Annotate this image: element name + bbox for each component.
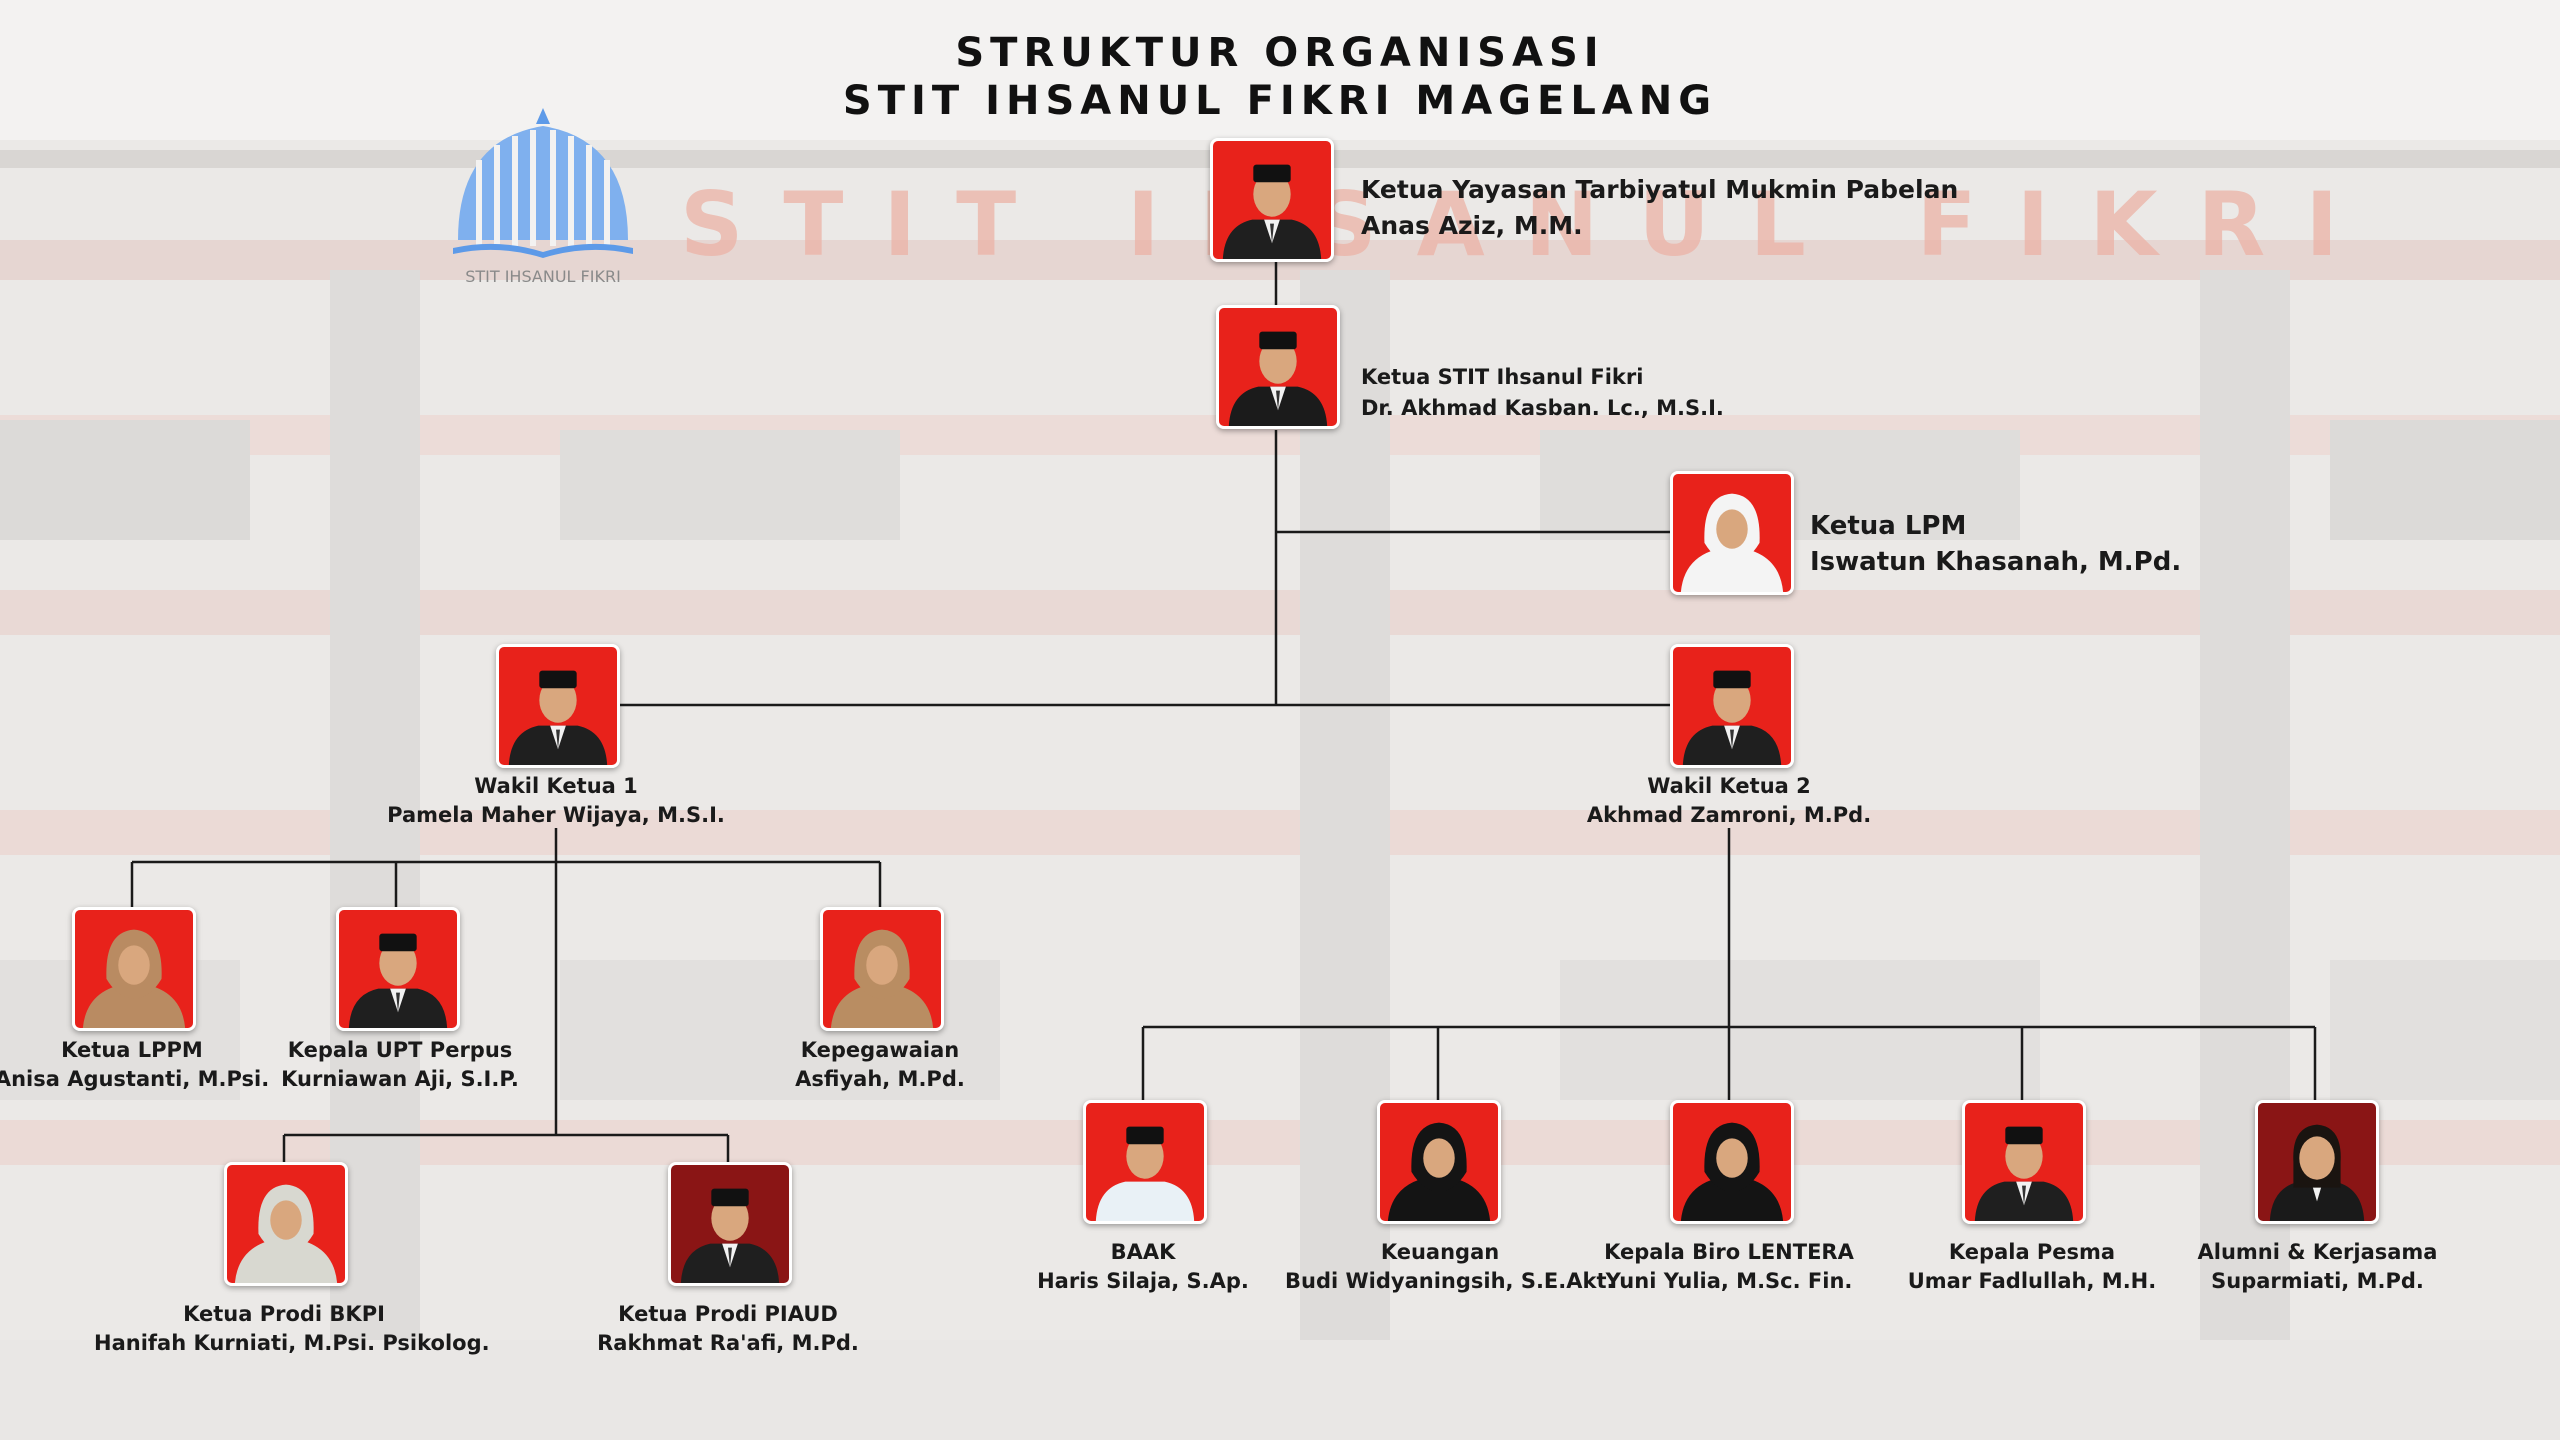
role-alumni-kerjasama: Alumni & Kerjasama	[2197, 1240, 2438, 1264]
label-kepegawaian: Kepegawaian Asfiyah, M.Pd.	[760, 1036, 1000, 1094]
label-ketua-prodi-bkpi: Ketua Prodi BKPI Hanifah Kurniati, M.Psi…	[94, 1300, 490, 1358]
background-sign: STIT IHSANUL FIKRI	[680, 173, 2378, 276]
label-ketua-stit: Ketua STIT Ihsanul Fikri Dr. Akhmad Kasb…	[1361, 362, 1724, 424]
role-kepala-biro-lentera: Kepala Biro LENTERA	[1604, 1240, 1854, 1264]
role-ketua-lppm: Ketua LPPM	[61, 1038, 203, 1062]
role-ketua-stit: Ketua STIT Ihsanul Fikri	[1361, 365, 1644, 389]
photo-alumni-kerjasama	[2255, 1100, 2379, 1224]
photo-ketua-yayasan	[1210, 138, 1334, 262]
name-ketua-lpm: Iswatun Khasanah, M.Pd.	[1810, 547, 2182, 577]
name-kepala-upt-perpus: Kurniawan Aji, S.I.P.	[281, 1067, 519, 1091]
stit-logo: STIT IHSANUL FIKRI	[438, 100, 648, 290]
photo-kepala-biro-lentera	[1670, 1100, 1794, 1224]
role-baak: BAAK	[1110, 1240, 1176, 1264]
label-ketua-yayasan: Ketua Yayasan Tarbiyatul Mukmin Pabelan …	[1361, 172, 1958, 244]
name-kepala-biro-lentera: Yuni Yulia, M.Sc. Fin.	[1605, 1269, 1853, 1293]
label-wakil-ketua-2: Wakil Ketua 2 Akhmad Zamroni, M.Pd.	[1529, 772, 1929, 830]
label-ketua-prodi-piaud: Ketua Prodi PIAUD Rakhmat Ra'afi, M.Pd.	[578, 1300, 878, 1358]
photo-ketua-prodi-piaud	[668, 1162, 792, 1286]
name-kepegawaian: Asfiyah, M.Pd.	[795, 1067, 965, 1091]
role-ketua-prodi-bkpi: Ketua Prodi BKPI	[183, 1302, 385, 1326]
logo-caption: STIT IHSANUL FIKRI	[465, 267, 621, 286]
label-baak: BAAK Haris Silaja, S.Ap.	[1008, 1238, 1278, 1296]
role-kepegawaian: Kepegawaian	[800, 1038, 960, 1062]
role-wakil-ketua-2: Wakil Ketua 2	[1647, 774, 1811, 798]
photo-wakil-ketua-1	[496, 644, 620, 768]
photo-keuangan	[1377, 1100, 1501, 1224]
name-ketua-lppm: Anisa Agustanti, M.Psi.	[0, 1067, 270, 1091]
photo-wakil-ketua-2	[1670, 644, 1794, 768]
role-keuangan: Keuangan	[1380, 1240, 1500, 1264]
label-ketua-lpm: Ketua LPM Iswatun Khasanah, M.Pd.	[1810, 508, 2181, 580]
role-ketua-prodi-piaud: Ketua Prodi PIAUD	[618, 1302, 838, 1326]
label-kepala-upt-perpus: Kepala UPT Perpus Kurniawan Aji, S.I.P.	[270, 1036, 530, 1094]
name-wakil-ketua-2: Akhmad Zamroni, M.Pd.	[1586, 803, 1872, 827]
name-kepala-pesma: Umar Fadlullah, M.H.	[1907, 1269, 2157, 1293]
photo-ketua-lppm	[72, 907, 196, 1031]
role-wakil-ketua-1: Wakil Ketua 1	[474, 774, 638, 798]
dome-book-logo-icon: STIT IHSANUL FIKRI	[453, 108, 633, 286]
name-wakil-ketua-1: Pamela Maher Wijaya, M.S.I.	[387, 803, 725, 827]
photo-kepala-upt-perpus	[336, 907, 460, 1031]
label-keuangan: Keuangan Budi Widyaningsih, S.E.Akt.	[1285, 1238, 1615, 1296]
name-baak: Haris Silaja, S.Ap.	[1037, 1269, 1249, 1293]
label-kepala-biro-lentera: Kepala Biro LENTERA Yuni Yulia, M.Sc. Fi…	[1594, 1238, 1864, 1296]
role-kepala-upt-perpus: Kepala UPT Perpus	[287, 1038, 513, 1062]
label-kepala-pesma: Kepala Pesma Umar Fadlullah, M.H.	[1897, 1238, 2167, 1296]
role-ketua-yayasan: Ketua Yayasan Tarbiyatul Mukmin Pabelan	[1361, 175, 1959, 204]
name-alumni-kerjasama: Suparmiati, M.Pd.	[2211, 1269, 2424, 1293]
label-ketua-lppm: Ketua LPPM Anisa Agustanti, M.Psi.	[0, 1036, 272, 1094]
label-wakil-ketua-1: Wakil Ketua 1 Pamela Maher Wijaya, M.S.I…	[356, 772, 756, 830]
chart-title-line1: STRUKTUR ORGANISASI	[955, 30, 1605, 76]
photo-ketua-prodi-bkpi	[224, 1162, 348, 1286]
name-keuangan: Budi Widyaningsih, S.E.Akt.	[1285, 1269, 1615, 1293]
photo-ketua-stit	[1216, 305, 1340, 429]
name-ketua-prodi-piaud: Rakhmat Ra'afi, M.Pd.	[597, 1331, 859, 1355]
name-ketua-prodi-bkpi: Hanifah Kurniati, M.Psi. Psikolog.	[94, 1331, 490, 1355]
name-ketua-yayasan: Anas Aziz, M.M.	[1361, 211, 1583, 240]
label-alumni-kerjasama: Alumni & Kerjasama Suparmiati, M.Pd.	[2185, 1238, 2450, 1296]
photo-kepegawaian	[820, 907, 944, 1031]
chart-title-line2: STIT IHSANUL FIKRI MAGELANG	[842, 78, 1718, 124]
role-ketua-lpm: Ketua LPM	[1810, 511, 1967, 541]
photo-ketua-lpm	[1670, 471, 1794, 595]
role-kepala-pesma: Kepala Pesma	[1948, 1240, 2116, 1264]
photo-kepala-pesma	[1962, 1100, 2086, 1224]
name-ketua-stit: Dr. Akhmad Kasban. Lc., M.S.I.	[1361, 396, 1724, 420]
photo-baak	[1083, 1100, 1207, 1224]
